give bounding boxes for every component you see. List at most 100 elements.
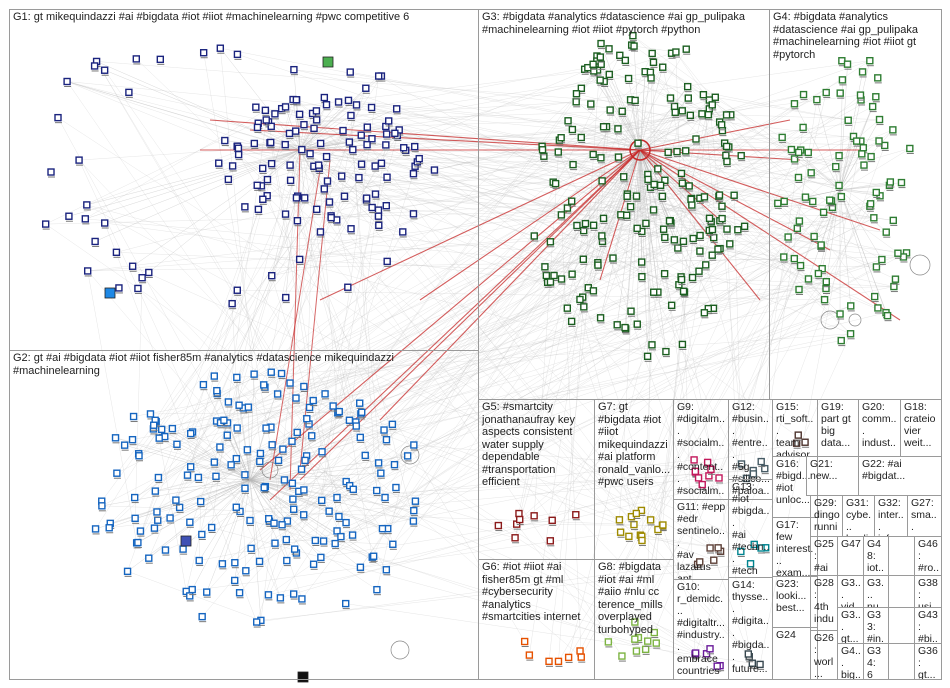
node-g4 <box>837 336 845 345</box>
edge <box>299 134 362 151</box>
edge <box>116 138 373 474</box>
node-g1 <box>312 116 321 124</box>
node-g4 <box>799 90 808 99</box>
edge <box>137 479 251 543</box>
node-g1 <box>267 138 275 147</box>
node-g3 <box>581 219 590 228</box>
edge <box>839 189 883 260</box>
node-g4 <box>867 152 875 161</box>
edge <box>371 138 727 147</box>
node-g2 <box>349 485 357 494</box>
node-g4 <box>794 173 803 182</box>
edge <box>582 297 707 654</box>
edge <box>190 466 347 482</box>
node-g3 <box>678 107 686 115</box>
edge <box>639 149 735 196</box>
node-g4 <box>795 285 803 294</box>
edge <box>271 104 713 276</box>
node-g1 <box>281 103 290 111</box>
edge <box>134 124 722 498</box>
node-g4 <box>872 93 880 101</box>
group-label-g18: G18: crateio vier weit... <box>904 401 936 449</box>
group-box-g27: G26: worl... leadi... <box>810 630 838 680</box>
edge <box>280 424 393 598</box>
group-label-g43: G47 <box>841 538 861 550</box>
edge <box>323 97 689 542</box>
edge <box>234 324 638 581</box>
edge <box>529 126 607 656</box>
node-g1 <box>63 77 71 86</box>
edge <box>639 72 651 151</box>
edge <box>635 100 702 115</box>
node-g2 <box>227 461 235 469</box>
node-g2 <box>410 441 418 449</box>
edge <box>238 149 301 155</box>
node-g1 <box>375 221 383 230</box>
edge <box>255 107 301 151</box>
node-g4 <box>780 253 788 261</box>
edge <box>249 479 262 621</box>
node-g3 <box>596 314 605 322</box>
edge <box>603 126 641 151</box>
edge <box>371 207 630 537</box>
edge <box>645 148 910 224</box>
node-g1 <box>252 103 260 111</box>
edge <box>116 252 894 287</box>
edge <box>104 70 350 421</box>
strong-edge <box>269 149 641 501</box>
node-g13 <box>746 560 755 568</box>
edge <box>231 303 247 571</box>
node-g3 <box>597 60 605 69</box>
edge <box>293 69 880 142</box>
edge <box>277 393 582 658</box>
node-g1 <box>112 248 121 257</box>
edge <box>704 207 833 313</box>
edge <box>634 529 659 640</box>
node-g3 <box>551 179 560 188</box>
edge <box>148 479 251 559</box>
group-box-g2: G2: gt #ai #bigdata #iot #iiot fisher85m… <box>9 350 479 680</box>
edge <box>87 256 904 272</box>
node-g10 <box>706 645 714 653</box>
node-g8 <box>650 628 658 637</box>
edge <box>278 196 720 461</box>
edge <box>268 412 362 595</box>
edge <box>662 205 693 526</box>
node-g2 <box>388 420 397 429</box>
node-g3 <box>708 225 717 234</box>
edge <box>352 149 382 474</box>
node-g1 <box>346 68 354 76</box>
strong-edge <box>289 149 301 491</box>
node-g4 <box>778 133 786 142</box>
edge <box>116 126 604 253</box>
group-box-g28: G28: 4th indu... <box>810 575 838 631</box>
node-g1 <box>128 262 137 270</box>
node-g2 <box>195 556 203 565</box>
node-g1 <box>101 219 109 227</box>
edge <box>653 286 894 293</box>
strong-edge <box>259 149 641 471</box>
node-g1 <box>339 126 347 135</box>
strong-edge <box>209 119 641 151</box>
node-g4 <box>787 145 796 154</box>
edge <box>148 106 675 559</box>
edge <box>593 70 849 121</box>
edge <box>295 299 581 399</box>
node-g3 <box>630 42 638 50</box>
edge <box>153 400 314 430</box>
node-g3 <box>632 192 641 200</box>
edge <box>137 288 393 545</box>
edge <box>289 165 623 657</box>
edge <box>96 61 301 151</box>
node-g1 <box>316 139 325 148</box>
node-g4 <box>872 188 880 197</box>
edge <box>685 121 720 151</box>
edge <box>175 135 398 501</box>
edge <box>571 321 637 514</box>
node-g2 <box>172 496 180 504</box>
node-g2 <box>305 403 314 412</box>
edge <box>249 479 260 562</box>
node-g3 <box>649 206 658 214</box>
edge <box>603 81 641 151</box>
node-g3 <box>700 309 709 317</box>
